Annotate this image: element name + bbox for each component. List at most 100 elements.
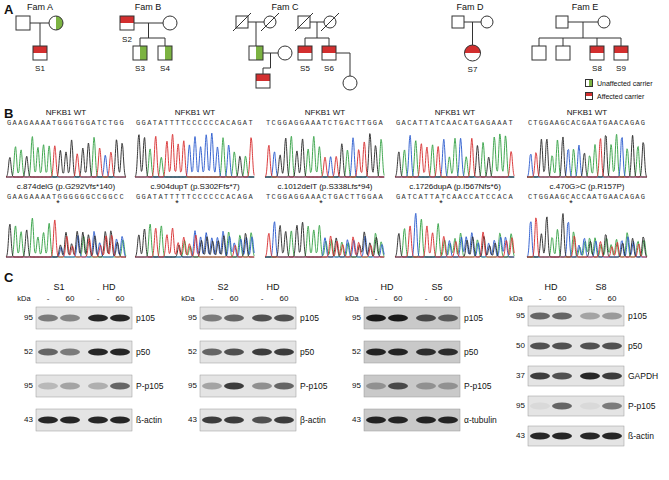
symbol-ground <box>16 16 30 30</box>
chromatogram <box>527 214 647 257</box>
carrier-fill <box>140 46 147 60</box>
affected-fill <box>590 46 604 53</box>
base-trace <box>265 233 384 257</box>
protein-band <box>580 403 600 410</box>
protein-band <box>580 313 600 320</box>
membrane <box>200 375 296 397</box>
base-trace <box>395 226 514 257</box>
protein-band <box>224 349 244 356</box>
protein-band <box>88 383 108 390</box>
lane-label: - <box>211 295 214 303</box>
symbol-ground <box>556 16 568 28</box>
symbol-ground <box>556 46 570 60</box>
symbol-ground <box>256 74 270 88</box>
carrier-fill <box>56 16 63 30</box>
marker-size: 43 <box>516 432 525 440</box>
sample-header: S2 <box>217 283 228 292</box>
symbol-outline <box>452 16 464 28</box>
chromatogram <box>135 133 254 177</box>
family-name: Fam C <box>272 3 299 12</box>
protein-band <box>110 417 130 424</box>
protein-band <box>274 383 294 390</box>
protein-band <box>60 349 80 356</box>
blot-strip <box>528 396 624 416</box>
base-trace <box>527 134 647 177</box>
male-symbol <box>233 13 251 31</box>
protein-band <box>416 417 436 424</box>
protein-band <box>416 315 436 322</box>
base-trace <box>527 135 647 177</box>
marker-size: 95 <box>188 382 197 390</box>
protein-band <box>110 383 130 390</box>
blot-strip <box>364 375 460 397</box>
base-trace <box>395 135 514 177</box>
lane-label: 60 <box>230 295 239 303</box>
affected-fill <box>120 16 134 23</box>
lane-label: - <box>97 295 100 303</box>
pedigree-line <box>597 38 598 46</box>
symbol-ground <box>343 76 357 90</box>
protein-name: p50 <box>628 342 642 351</box>
chromatogram <box>395 213 514 257</box>
protein-name: p105 <box>628 312 647 321</box>
marker-size: 95 <box>24 382 33 390</box>
blot-strip <box>36 375 132 397</box>
protein-name: P-p105 <box>464 382 491 391</box>
protein-band <box>552 343 572 350</box>
chromatogram <box>135 224 254 257</box>
female-symbol <box>343 76 357 90</box>
lane-label: - <box>425 295 428 303</box>
marker-size: 50 <box>516 342 525 350</box>
protein-name: α-tubulin <box>464 416 497 425</box>
marker-size: 95 <box>188 314 197 322</box>
pedigree-line <box>305 38 306 46</box>
base-trace <box>527 214 647 257</box>
panel-letter: A <box>4 3 13 16</box>
symbol-ground <box>598 16 610 28</box>
membrane <box>36 409 132 431</box>
protein-band <box>60 383 80 390</box>
base-trace <box>6 218 126 257</box>
lane-label: 60 <box>558 295 567 303</box>
base-trace <box>135 135 254 177</box>
male-symbol <box>322 46 336 60</box>
sample-header: HD <box>381 283 394 292</box>
protein-band <box>110 315 130 322</box>
protein-band <box>416 349 436 356</box>
protein-band <box>416 383 436 390</box>
protein-band <box>202 417 222 424</box>
blot-strip <box>36 409 132 431</box>
membrane <box>200 341 296 363</box>
blot-strip <box>200 375 296 397</box>
marker-size: 43 <box>188 416 197 424</box>
base-trace <box>135 133 254 177</box>
marker-size: 37 <box>516 372 525 380</box>
protein-name: ß-actin <box>628 432 654 441</box>
base-trace <box>265 222 384 257</box>
membrane <box>364 409 460 431</box>
family-name: Fam B <box>135 3 162 12</box>
marker-size: 43 <box>352 416 361 424</box>
protein-band <box>252 383 272 390</box>
symbol-outline <box>343 76 357 90</box>
base-trace <box>395 134 514 177</box>
membrane <box>528 366 624 386</box>
protein-band <box>580 343 600 350</box>
subject-id: S7 <box>468 66 478 74</box>
protein-band <box>366 383 386 390</box>
protein-name: p105 <box>136 314 155 323</box>
lane-label: - <box>47 295 50 303</box>
base-trace <box>135 229 254 257</box>
male-symbol <box>120 16 134 30</box>
membrane <box>528 426 624 446</box>
sample-header: HD <box>267 283 280 292</box>
variant-label: c.1012delT (p.S338Lfs*94) <box>277 183 372 191</box>
symbol-outline <box>598 16 610 28</box>
base-sequence: GAAGAAAATGGGTGGATCTGG <box>7 120 125 127</box>
marker-size: 52 <box>188 348 197 356</box>
base-sequence: GATCATTATCAACCATCCACA <box>396 194 514 201</box>
base-sequence: TCGGAGGAAATCTGACTTGGA <box>266 120 384 127</box>
protein-band <box>552 373 572 380</box>
deceased-slash <box>295 13 313 31</box>
marker-size: 52 <box>352 348 361 356</box>
